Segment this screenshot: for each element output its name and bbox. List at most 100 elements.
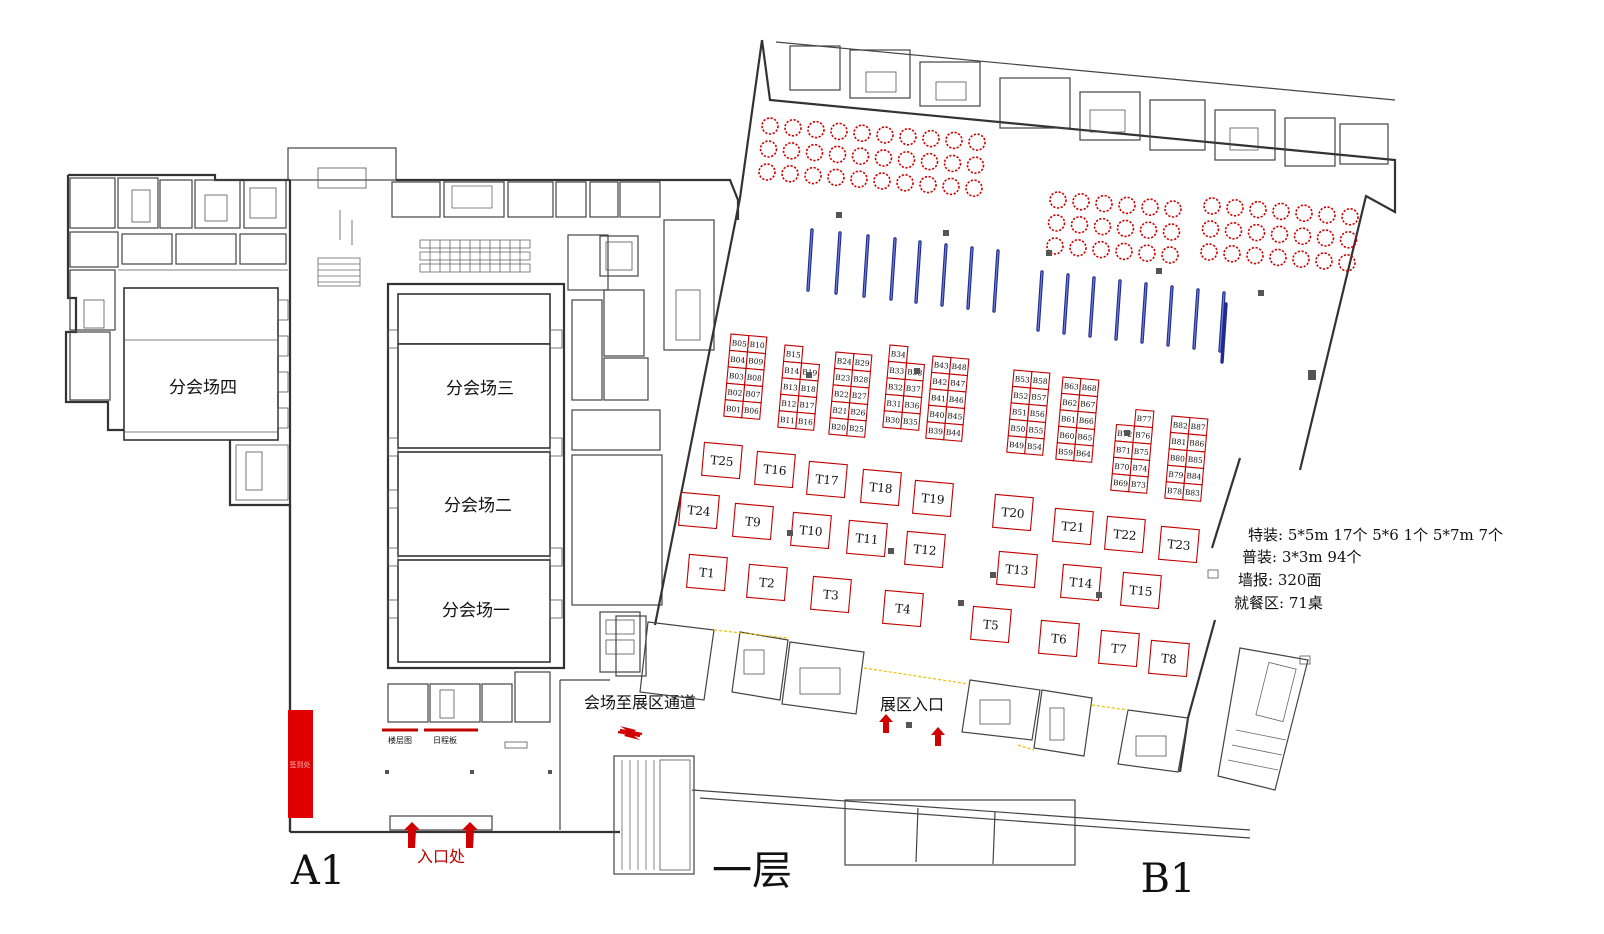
hall-2[interactable]: [397, 451, 551, 557]
special-booth[interactable]: T21: [1051, 507, 1094, 546]
special-booth-box[interactable]: [1157, 525, 1200, 564]
special-booth[interactable]: T10: [789, 511, 832, 550]
special-booth[interactable]: T4: [881, 589, 924, 628]
special-booth[interactable]: T17: [805, 460, 848, 499]
special-booth-box[interactable]: [881, 589, 924, 628]
dining-table: [1161, 246, 1179, 264]
special-booth-box[interactable]: [809, 575, 852, 614]
dining-table: [919, 175, 937, 194]
special-booth-box[interactable]: [1147, 639, 1190, 678]
standard-booth-label: B75: [1133, 447, 1149, 457]
special-booth-box[interactable]: [969, 605, 1012, 644]
registration-desk[interactable]: [288, 710, 313, 818]
schedule-board-label: 日程板: [433, 735, 457, 745]
special-booth-box[interactable]: [1051, 507, 1094, 546]
standard-booth-label: B30: [885, 415, 901, 425]
special-booth[interactable]: T8: [1147, 639, 1190, 678]
special-booth-box[interactable]: [991, 493, 1034, 532]
standard-booth-label: B43: [933, 360, 949, 370]
special-booth[interactable]: T6: [1037, 619, 1080, 658]
hall-1[interactable]: [397, 559, 551, 663]
dining-table: [1272, 202, 1290, 221]
special-booth-box[interactable]: [753, 450, 796, 489]
special-booth-box[interactable]: [700, 441, 743, 480]
special-booth[interactable]: T18: [859, 468, 902, 507]
special-booth[interactable]: T5: [969, 605, 1012, 644]
hall-4[interactable]: [123, 287, 279, 441]
standard-booth-label: B41: [930, 393, 946, 403]
special-booth-box[interactable]: [845, 519, 888, 558]
special-booth[interactable]: T9: [731, 502, 774, 541]
building-b1: B05B10B04B09B03B08B02B07B01B06B15B19B14B…: [615, 39, 1397, 902]
dining-table: [1093, 217, 1112, 236]
standard-booth-block: B72B77B71B76B70B75B69B74B73: [1110, 408, 1155, 494]
standard-booth-label: B76: [1135, 430, 1151, 440]
special-booth-box[interactable]: [745, 563, 788, 602]
standard-booth[interactable]: [846, 418, 867, 438]
special-booth[interactable]: T20: [991, 493, 1034, 532]
special-booth-box[interactable]: [731, 502, 774, 541]
dining-table: [758, 163, 776, 181]
special-booth-box[interactable]: [789, 511, 832, 550]
dining-table: [804, 166, 822, 185]
special-booth[interactable]: T23: [1157, 525, 1200, 564]
special-booth-box[interactable]: [805, 460, 848, 499]
standard-booth[interactable]: [1073, 443, 1094, 463]
special-booth[interactable]: T14: [1059, 563, 1102, 602]
special-booth[interactable]: T12: [903, 530, 946, 569]
special-booth-box[interactable]: [1097, 629, 1140, 668]
standard-booth-label: B85: [1187, 455, 1203, 465]
special-booth[interactable]: T25: [700, 441, 743, 480]
standard-booth-label: B86: [1189, 438, 1205, 448]
standard-booth-label: B82: [1172, 420, 1188, 430]
special-booth[interactable]: T16: [753, 450, 796, 489]
standard-booth[interactable]: [943, 422, 964, 442]
standard-booth-label: B84: [1186, 471, 1202, 481]
building-b1-label: B1: [1141, 856, 1196, 902]
standard-booth[interactable]: [882, 410, 903, 430]
hall-3[interactable]: [397, 343, 551, 449]
standard-booth-label: B87: [1190, 422, 1206, 432]
special-booth[interactable]: T13: [995, 550, 1038, 589]
special-booth-label: T24: [687, 503, 712, 519]
dining-table: [1070, 216, 1089, 234]
standard-booth[interactable]: [1128, 474, 1149, 494]
special-booth-box[interactable]: [685, 553, 728, 592]
standard-booth-label: B33: [889, 366, 905, 376]
special-booth-label: T1: [699, 565, 716, 580]
special-booth-box[interactable]: [1119, 571, 1162, 610]
standard-booth[interactable]: [777, 410, 798, 430]
special-booth[interactable]: T15: [1119, 571, 1162, 610]
special-booth-label: T19: [921, 491, 945, 507]
standard-booth[interactable]: [741, 400, 762, 420]
special-booth-box[interactable]: [903, 530, 946, 569]
special-booth[interactable]: T22: [1103, 515, 1146, 554]
special-booth-box[interactable]: [859, 468, 902, 507]
dining-table: [1201, 220, 1220, 238]
special-booth-label: T21: [1061, 519, 1085, 535]
standard-booth-label: B35: [902, 417, 918, 427]
special-booth-label: T10: [799, 523, 823, 539]
special-booth-box[interactable]: [677, 491, 720, 530]
special-booth[interactable]: T1: [685, 553, 728, 592]
special-booth[interactable]: T7: [1097, 629, 1140, 668]
standard-booth[interactable]: [1024, 436, 1045, 456]
special-booth[interactable]: T3: [809, 575, 852, 614]
special-booth-box[interactable]: [911, 479, 954, 518]
special-booth-box[interactable]: [1059, 563, 1102, 602]
dining-table: [920, 152, 939, 171]
special-booth-box[interactable]: [1037, 619, 1080, 658]
expo-entrance-label: 展区入口: [880, 695, 944, 714]
special-booth-box[interactable]: [995, 550, 1038, 589]
standard-booth-label: B71: [1115, 445, 1131, 455]
special-booth[interactable]: T24: [677, 491, 720, 530]
dining-table: [1293, 227, 1312, 245]
special-booth[interactable]: T19: [911, 479, 954, 518]
standard-booth[interactable]: [1182, 482, 1203, 502]
special-booth[interactable]: T11: [845, 519, 888, 558]
special-booth-box[interactable]: [1103, 515, 1146, 554]
special-booth[interactable]: T2: [745, 563, 788, 602]
